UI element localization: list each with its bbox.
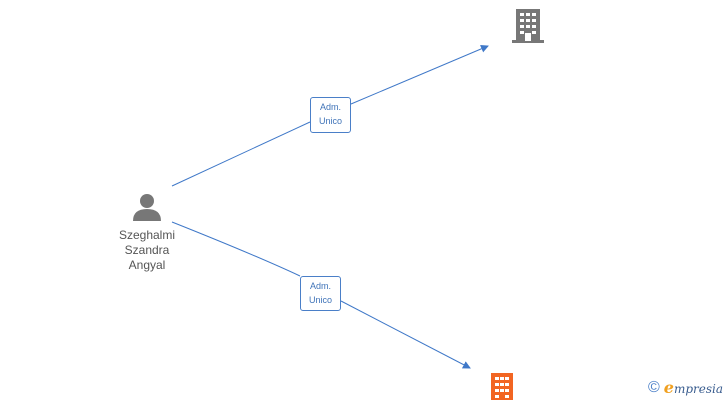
brand-initial: e xyxy=(663,377,674,397)
building-icon[interactable] xyxy=(489,373,515,400)
person-name[interactable]: Szeghalmi Szandra Angyal xyxy=(102,228,192,273)
brand-logo: e mpresia xyxy=(664,378,723,399)
edge-label-role[interactable]: Adm. Unico xyxy=(310,97,351,133)
edge-person-to-company-1 xyxy=(171,46,488,187)
person-icon[interactable] xyxy=(132,193,162,221)
edge-label-line-1: Adm. xyxy=(319,102,341,112)
person-name-line-3: Angyal xyxy=(128,258,166,272)
empresia-watermark: © e mpresia xyxy=(648,378,723,398)
copyright-icon: © xyxy=(648,379,660,396)
person-name-line-1: Szeghalmi xyxy=(118,228,176,242)
brand-name: mpresia xyxy=(673,381,724,396)
edge-label-line-1: Adm. xyxy=(309,281,331,291)
building-icon[interactable] xyxy=(512,9,544,43)
edge-label-role[interactable]: Adm. Unico xyxy=(300,276,341,311)
edge-label-line-2: Unico xyxy=(318,116,342,126)
edge-label-line-2: Unico xyxy=(308,295,332,305)
edge-person-to-company-2 xyxy=(171,221,470,368)
person-name-line-2: Szandra xyxy=(124,243,170,257)
